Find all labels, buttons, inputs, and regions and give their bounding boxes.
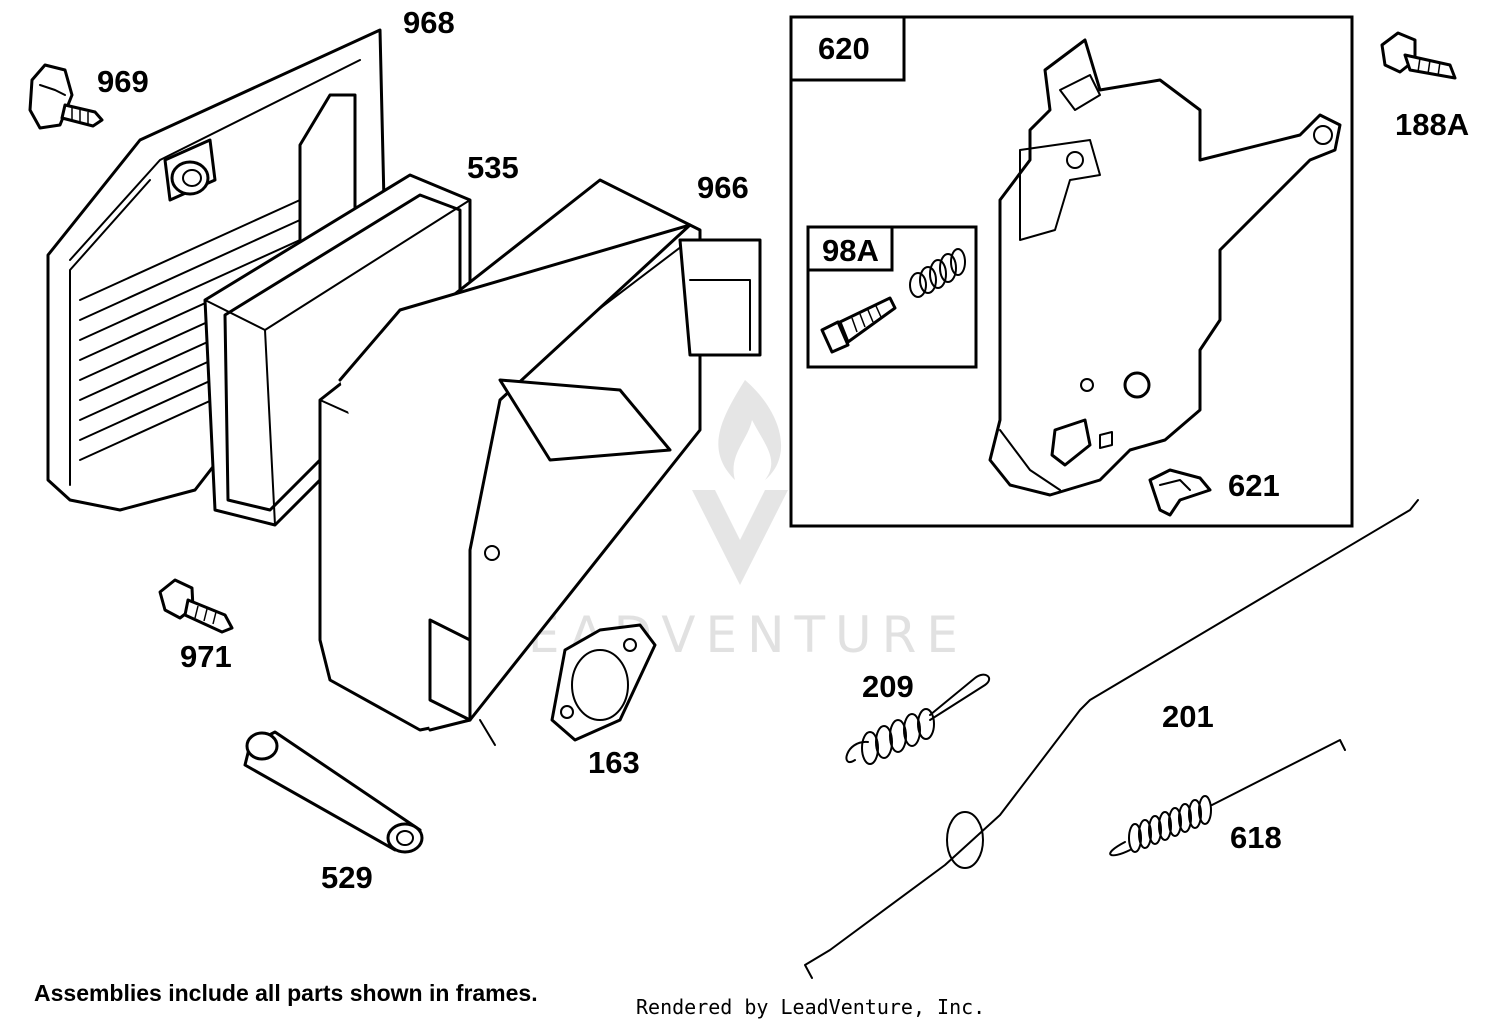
label-209: 209: [862, 669, 914, 704]
label-621: 621: [1228, 468, 1280, 503]
screw-971: [158, 578, 234, 634]
assemblies-note: Assemblies include all parts shown in fr…: [34, 980, 538, 1006]
air-cleaner-cover-966: [318, 178, 762, 746]
label-620: 620: [818, 31, 870, 66]
label-969: 969: [97, 64, 149, 99]
adjusting-screw-and-spring: [820, 248, 966, 354]
label-971: 971: [180, 639, 232, 674]
label-98A: 98A: [822, 233, 879, 268]
assembly-frame-98A: [806, 225, 978, 369]
spring-618: [1109, 739, 1346, 857]
label-529: 529: [321, 860, 373, 895]
label-201: 201: [1162, 699, 1214, 734]
watermark-text: LEADVENTURE: [490, 606, 968, 664]
clip-621: [1148, 468, 1212, 517]
governor-rod-201: [804, 499, 1419, 979]
gasket-163: [550, 623, 657, 742]
label-163: 163: [588, 745, 640, 780]
label-188A: 188A: [1395, 107, 1469, 142]
label-535: 535: [467, 150, 519, 185]
spring-209: [845, 673, 991, 765]
assembly-frame-620: [789, 15, 1354, 528]
tube-529: [243, 730, 424, 854]
screw-969: [28, 63, 104, 130]
screw-188A: [1380, 31, 1457, 80]
label-618: 618: [1230, 820, 1282, 855]
governor-control-plate: [988, 38, 1342, 497]
render-credit: Rendered by LeadVenture, Inc.: [636, 995, 986, 1019]
label-968: 968: [403, 5, 455, 40]
label-966: 966: [697, 170, 749, 205]
